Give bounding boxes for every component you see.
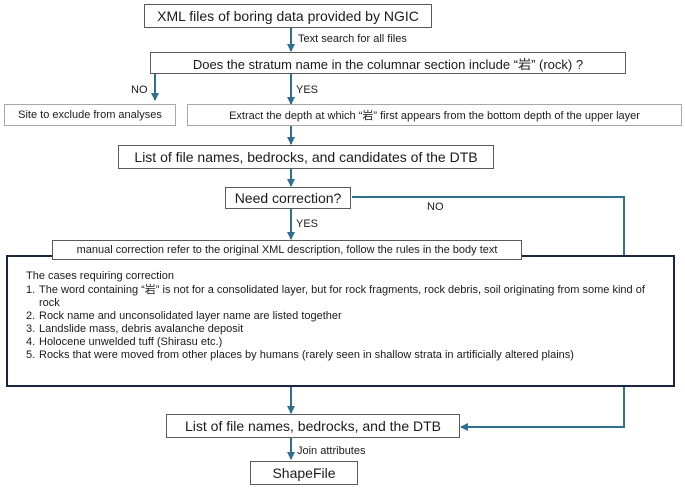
case-number: 1. [26,284,36,296]
shapefile-box: ShapeFile [250,461,358,485]
manual-correction-box: manual correction refer to the original … [52,240,522,260]
yes-label: YES [296,84,319,96]
text-search-label: Text search for all files [298,33,407,45]
no-label-2: NO [427,201,444,213]
rock-question-box: Does the stratum name in the columnar se… [150,52,626,74]
cases-title: The cases requiring correction [26,270,174,282]
case-number: 3. [26,323,36,335]
join-attributes-label: Join attributes [297,445,366,457]
case-item: 5.Rocks that were moved from other place… [26,349,654,362]
exclude-box: Site to exclude from analyses [4,104,176,126]
case-number: 4. [26,336,36,348]
candidates-list-box: List of file names, bedrocks, and candid… [118,145,494,169]
case-item: 1.The word containing “岩” is not for a c… [26,284,654,310]
case-item: 3.Landslide mass, debris avalanche depos… [26,323,654,336]
case-text: Rock name and unconsolidated layer name … [39,310,342,322]
case-text: Holocene unwelded tuff (Shirasu etc.) [39,336,223,348]
extract-box: Extract the depth at which “岩” first app… [187,104,682,126]
case-item: 4.Holocene unwelded tuff (Shirasu etc.) [26,336,654,349]
final-list-box: List of file names, bedrocks, and the DT… [166,414,460,438]
no-label: NO [131,84,148,96]
case-text: The word containing “岩” is not for a con… [39,284,645,309]
correction-cases-box: The cases requiring correction 1.The wor… [6,255,675,387]
case-item: 2.Rock name and unconsolidated layer nam… [26,310,654,323]
case-number: 2. [26,310,36,322]
correction-question-box: Need correction? [225,187,351,209]
case-text: Rocks that were moved from other places … [39,349,574,361]
case-number: 5. [26,349,36,361]
start-box: XML files of boring data provided by NGI… [144,4,432,28]
cases-list: 1.The word containing “岩” is not for a c… [26,284,654,362]
case-text: Landslide mass, debris avalanche deposit [39,323,244,335]
yes-label-2: YES [296,218,319,230]
